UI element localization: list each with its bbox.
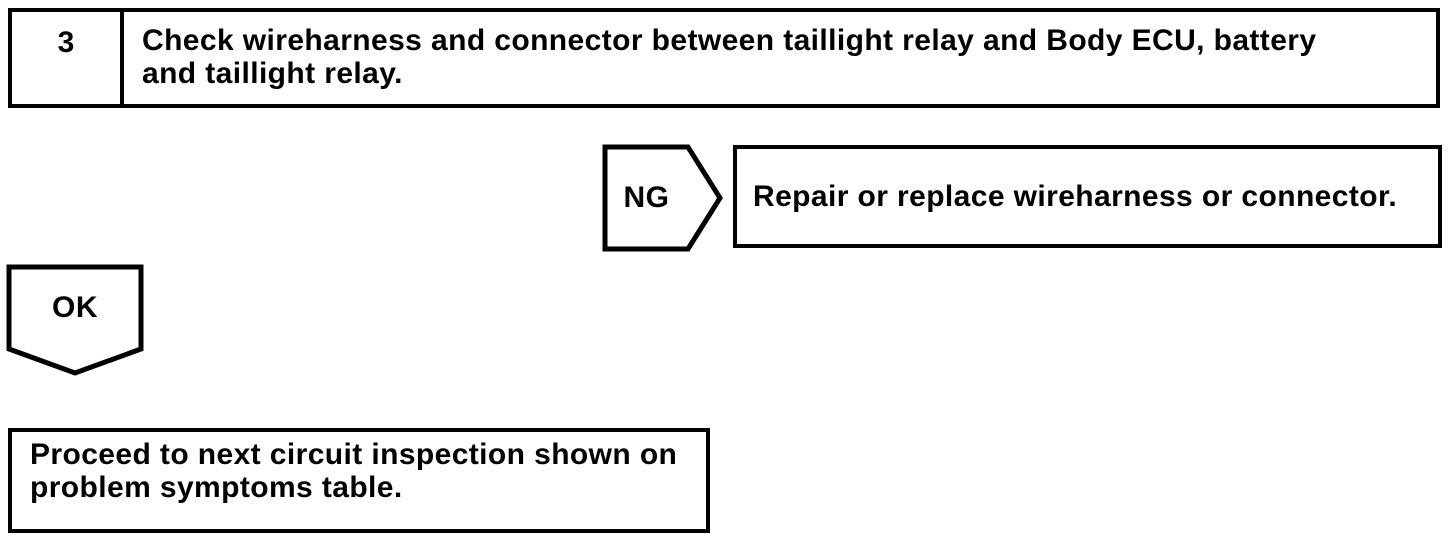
ng-connector: NG	[601, 143, 725, 253]
ok-pentagon-down-icon	[6, 264, 144, 376]
ok-connector: OK	[5, 263, 145, 377]
ok-action-line-1: Proceed to next circuit inspection shown…	[30, 438, 678, 471]
ok-action-box: Proceed to next circuit inspection shown…	[8, 428, 710, 533]
step-instruction: Check wireharness and connector between …	[124, 12, 1436, 104]
ng-action-box: Repair or replace wireharness or connect…	[733, 145, 1442, 248]
step-number: 3	[12, 12, 124, 104]
step-instruction-line-1: Check wireharness and connector between …	[142, 24, 1317, 57]
step-instruction-line-2: and taillight relay.	[142, 57, 403, 90]
ok-action-line-2: problem symptoms table.	[30, 471, 403, 504]
step-box: 3 Check wireharness and connector betwee…	[8, 8, 1440, 108]
ng-label: NG	[623, 181, 670, 214]
ok-label: OK	[52, 291, 98, 324]
ng-action-text: Repair or replace wireharness or connect…	[753, 179, 1398, 213]
ng-pentagon-right-icon	[602, 144, 723, 252]
